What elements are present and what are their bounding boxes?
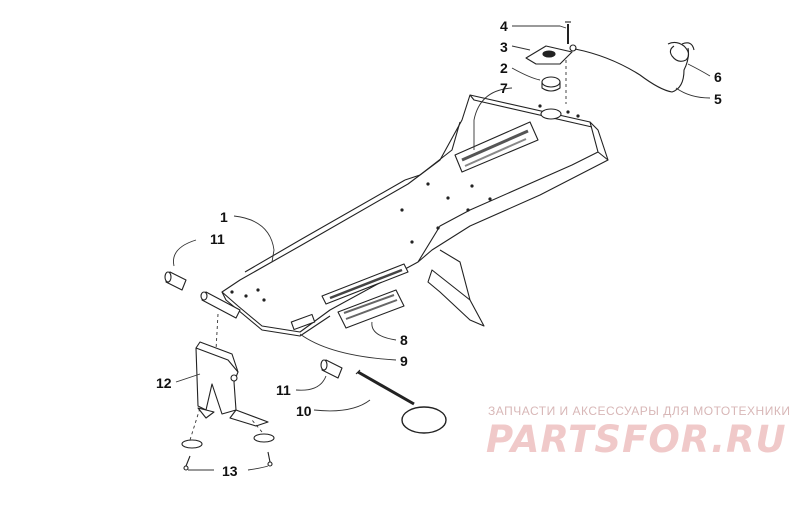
callout-8: 8	[400, 332, 408, 348]
tether-cord-5	[574, 47, 690, 93]
bushing-11-left	[164, 271, 187, 291]
leader-lines	[173, 25, 711, 471]
callout-6: 6	[714, 69, 722, 85]
plate-3	[525, 45, 573, 65]
decal-9	[290, 263, 409, 331]
callout-12: 12	[156, 375, 172, 391]
callout-13: 13	[222, 463, 238, 479]
grommet-hole	[540, 108, 562, 120]
callout-10: 10	[296, 403, 312, 419]
bushing-11-right	[320, 359, 343, 379]
callout-11-right: 11	[276, 382, 291, 398]
support-bracket	[427, 249, 485, 327]
grommet-2	[541, 76, 561, 92]
callout-9: 9	[400, 353, 408, 369]
clip-6	[667, 41, 695, 62]
callout-11-left: 11	[210, 231, 225, 247]
hinge-rod	[200, 291, 241, 319]
callout-labels: 4 3 2 7 6 5 1 11 8 9 11 10 12 13	[156, 18, 722, 479]
watermark-logo: PARTSFOR.RU	[486, 418, 787, 461]
callout-3: 3	[500, 39, 508, 55]
callout-2: 2	[500, 60, 508, 76]
callout-5: 5	[714, 91, 722, 107]
callout-7: 7	[500, 80, 508, 96]
decal-7	[454, 121, 539, 173]
foot-pads-13	[181, 433, 275, 471]
callout-4: 4	[500, 18, 508, 34]
mounting-holes	[230, 104, 580, 302]
decal-8	[337, 289, 405, 329]
rod-10	[355, 369, 447, 434]
watermark-tagline: ЗАПЧАСТИ И АКСЕССУАРЫ ДЛЯ МОТОТЕХНИКИ	[488, 404, 791, 418]
base-plate	[221, 94, 609, 337]
callout-1: 1	[220, 209, 228, 225]
stand-12	[195, 341, 269, 427]
pin-4	[565, 21, 577, 52]
